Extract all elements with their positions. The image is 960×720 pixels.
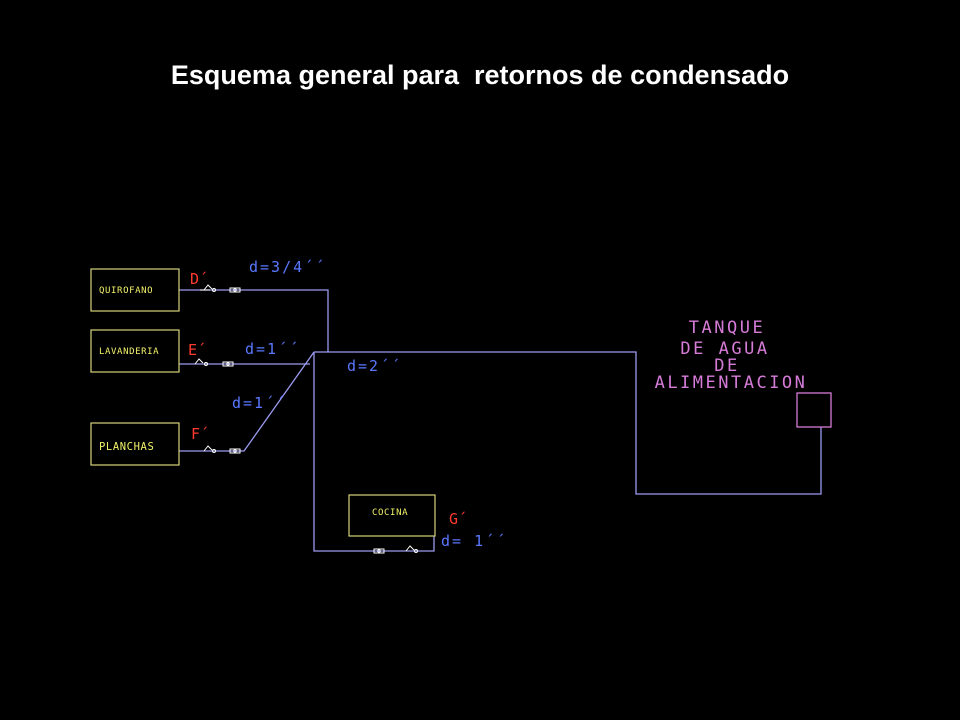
planchas-label: PLANCHAS: [99, 441, 154, 453]
tank-label-line-4: ALIMENTACION: [655, 373, 808, 393]
trap-g: [373, 545, 418, 554]
pipe-d-branch: [179, 289, 329, 352]
point-e-label: E´: [188, 341, 206, 359]
diameter-f-label: d=1´´: [232, 394, 287, 412]
trap-f: [203, 445, 241, 454]
diameter-g-label: d= 1´´: [441, 532, 507, 550]
diameter-e-label: d=1´´: [245, 340, 300, 358]
trap-d: [200, 284, 241, 293]
point-f-label: F´: [191, 425, 209, 443]
tank-label-line-2: DE AGUA: [680, 339, 769, 359]
pipe-f-branch: [179, 351, 315, 452]
pipe-main-line: [314, 351, 822, 495]
point-d-label: D´: [190, 270, 208, 288]
pipe-main-drop: [313, 352, 435, 552]
trap-e: [194, 358, 234, 367]
feed-water-tank: [796, 392, 832, 428]
point-g-label: G´: [449, 510, 467, 528]
diagram-title: Esquema general para retornos de condens…: [170, 60, 790, 90]
tank-label-line-1: TANQUE: [689, 318, 765, 338]
diameter-main-label: d=2´´: [347, 357, 402, 375]
quirofano-box: [90, 268, 180, 312]
lavanderia-label: LAVANDERIA: [99, 347, 159, 357]
cocina-label: COCINA: [372, 508, 408, 518]
diameter-d-label: d=3/4´´: [249, 258, 326, 276]
planchas-box: [90, 422, 180, 466]
pipe-network: [179, 289, 822, 552]
lavanderia-box: [90, 329, 180, 373]
tank-label-line-3: DE: [714, 356, 739, 376]
cocina-box: [348, 494, 436, 537]
station-boxes: [90, 268, 436, 537]
quirofano-label: QUIROFANO: [99, 286, 153, 296]
